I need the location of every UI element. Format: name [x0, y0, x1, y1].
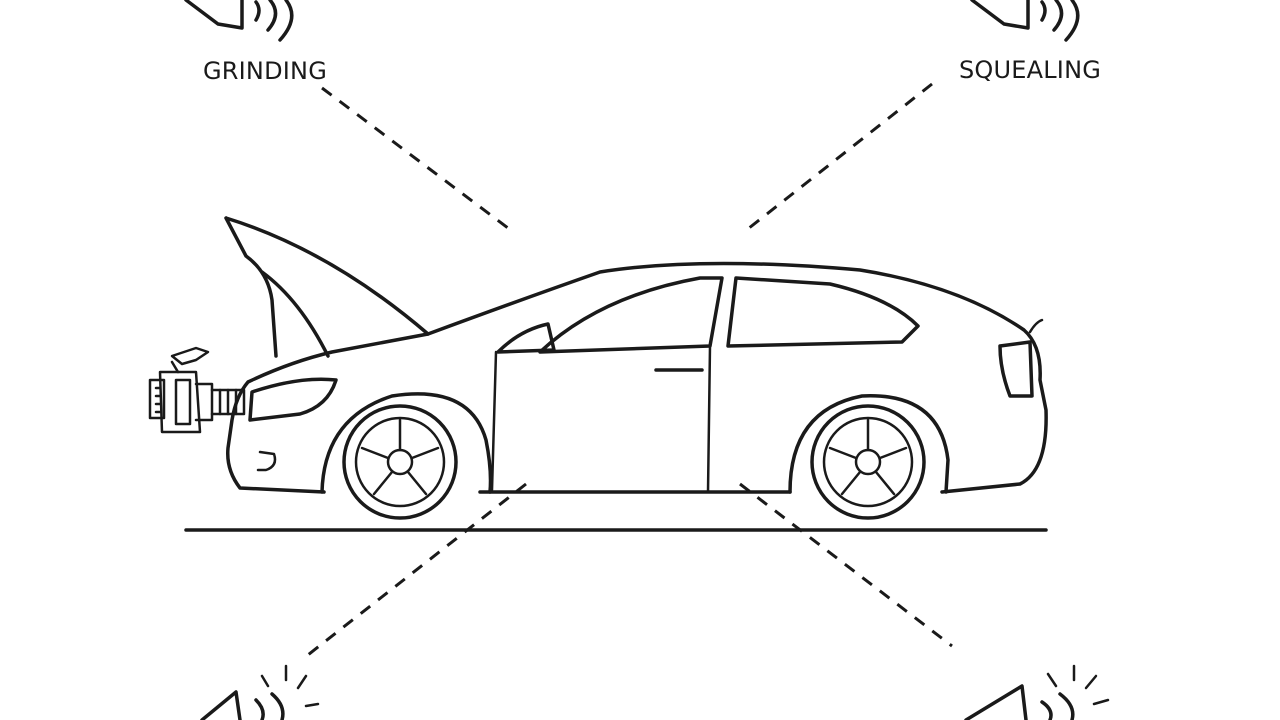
engine-part-icon [148, 346, 246, 434]
window-front [538, 276, 724, 354]
speaker-icon-bottom-right [964, 664, 1110, 720]
connector-line-top-left [321, 86, 509, 230]
connector-line-top-right [743, 82, 933, 234]
speaker-icon-bottom-left [200, 664, 320, 720]
label-squealing: SQUEALING [959, 56, 1101, 84]
car-icon [224, 216, 1048, 520]
open-hood [224, 216, 430, 358]
window-rear [726, 276, 920, 348]
headlight [248, 377, 338, 422]
speaker-icon-top-left [184, 0, 294, 42]
label-grinding: GRINDING [203, 57, 327, 85]
wheel-right [810, 404, 926, 520]
speaker-icon-top-right [970, 0, 1080, 42]
connector-line-bottom-left [303, 482, 527, 660]
connector-line-bottom-right [739, 482, 953, 648]
tail-light [998, 340, 1034, 398]
wheel-left [342, 404, 458, 520]
side-mirror [496, 322, 556, 354]
